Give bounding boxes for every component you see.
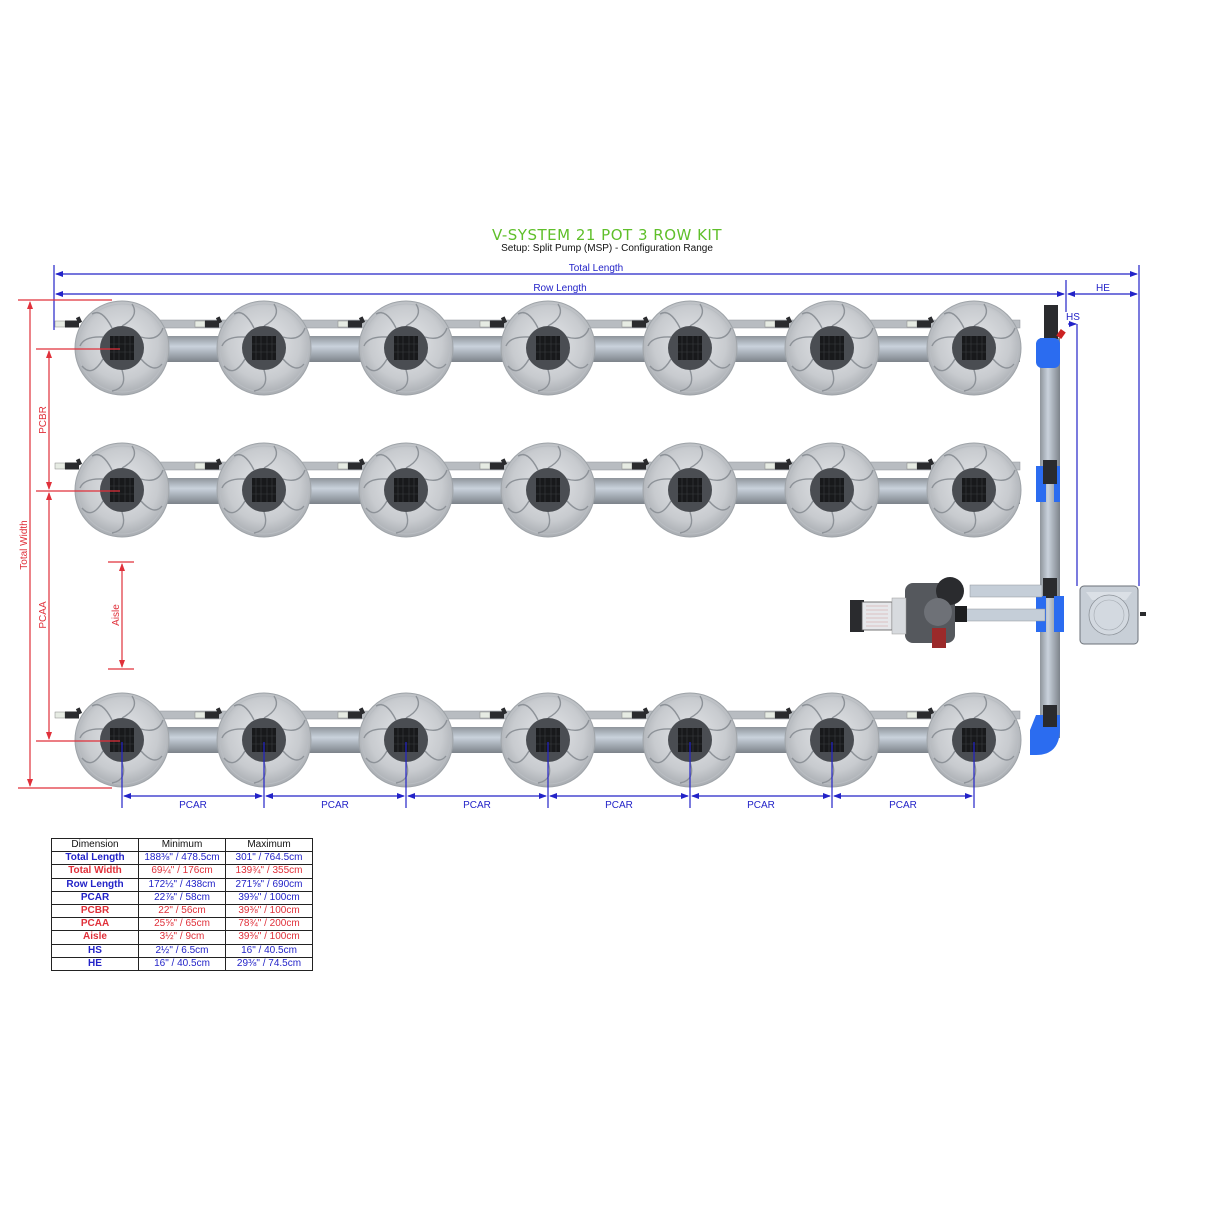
pcar-label: PCAR — [179, 800, 207, 811]
pot-icon — [642, 442, 738, 538]
row-length-label: Row Length — [533, 283, 586, 294]
max-cell: 271⅝" / 690cm — [225, 877, 313, 892]
header-dimension: Dimension — [51, 837, 139, 853]
pcaa-label: PCAA — [38, 601, 49, 629]
total-width-label: Total Width — [19, 520, 30, 569]
pot-icon — [358, 442, 454, 538]
pot-icon — [642, 300, 738, 396]
pot-icon — [74, 300, 170, 396]
dimension-cell: PCBR — [51, 903, 139, 919]
pcar-label: PCAR — [605, 800, 633, 811]
max-cell: 39⅜" / 100cm — [225, 930, 313, 945]
pot-icon — [500, 442, 596, 538]
pot-icon — [358, 300, 454, 396]
pump-icon — [850, 577, 1046, 648]
pot-row-1 — [74, 300, 1022, 396]
max-cell: 16" / 40.5cm — [225, 943, 313, 958]
diagram-title: V-SYSTEM 21 POT 3 ROW KIT — [491, 226, 723, 244]
max-cell: 301" / 764.5cm — [225, 851, 313, 866]
table-row: PCAA 25⅝" / 65cm 78¾" / 200cm — [51, 917, 313, 932]
width-dimensions — [18, 299, 134, 789]
table-row: PCBR 22" / 56cm 39⅜" / 100cm — [51, 903, 313, 919]
total-length-label: Total Length — [569, 263, 624, 274]
table-row: HS 2½" / 6.5cm 16" / 40.5cm — [51, 943, 313, 958]
reservoir-icon — [1079, 585, 1146, 645]
min-cell: 22⅞" / 58cm — [138, 890, 226, 905]
min-cell: 69¼" / 176cm — [138, 864, 226, 879]
aisle-label: Aisle — [111, 604, 122, 626]
min-cell: 3½" / 9cm — [138, 930, 226, 945]
he-label: HE — [1096, 283, 1110, 294]
pcar-label: PCAR — [747, 800, 775, 811]
dimension-cell: Aisle — [51, 930, 139, 945]
table-row: Total Width 69¼" / 176cm 139¾" / 355cm — [51, 864, 313, 879]
min-cell: 25⅝" / 65cm — [138, 917, 226, 932]
min-cell: 16" / 40.5cm — [138, 956, 226, 971]
length-dimensions — [53, 265, 1140, 586]
dimension-cell: Row Length — [51, 877, 139, 892]
table-row: Aisle 3½" / 9cm 39⅜" / 100cm — [51, 930, 313, 945]
dimension-cell: HS — [51, 943, 139, 958]
pot-icon — [784, 442, 880, 538]
table-row: PCAR 22⅞" / 58cm 39⅜" / 100cm — [51, 890, 313, 905]
pot-icon — [74, 442, 170, 538]
pcar-label: PCAR — [889, 800, 917, 811]
pcar-label: PCAR — [321, 800, 349, 811]
pot-icon — [500, 300, 596, 396]
pcbr-label: PCBR — [38, 406, 49, 434]
manifold-pipe — [1030, 305, 1066, 755]
pot-icon — [926, 442, 1022, 538]
dimension-cell: Total Length — [51, 851, 139, 866]
dimension-cell: Total Width — [51, 864, 139, 879]
pcar-dimensions — [121, 742, 975, 808]
table-header-row: Dimension Minimum Maximum — [51, 837, 313, 853]
pot-icon — [784, 300, 880, 396]
min-cell: 188⅜" / 478.5cm — [138, 851, 226, 866]
pot-icon — [216, 300, 312, 396]
hs-label: HS — [1066, 312, 1080, 323]
dimension-cell: PCAA — [51, 917, 139, 932]
dimension-cell: HE — [51, 956, 139, 971]
dimension-table: Dimension Minimum Maximum Total Length 1… — [51, 837, 313, 971]
min-cell: 172½" / 438cm — [138, 877, 226, 892]
header-maximum: Maximum — [225, 837, 313, 853]
max-cell: 29⅜" / 74.5cm — [225, 956, 313, 971]
table-row: HE 16" / 40.5cm 29⅜" / 74.5cm — [51, 956, 313, 971]
valve-icon — [1056, 329, 1066, 339]
min-cell: 22" / 56cm — [138, 903, 226, 919]
header-minimum: Minimum — [138, 837, 226, 853]
max-cell: 78¾" / 200cm — [225, 917, 313, 932]
pot-icon — [216, 442, 312, 538]
min-cell: 2½" / 6.5cm — [138, 943, 226, 958]
pcar-label: PCAR — [463, 800, 491, 811]
pot-row-2 — [74, 442, 1022, 538]
diagram-subtitle: Setup: Split Pump (MSP) - Configuration … — [501, 243, 713, 254]
max-cell: 39⅜" / 100cm — [225, 903, 313, 919]
table-row: Total Length 188⅜" / 478.5cm 301" / 764.… — [51, 851, 313, 866]
table-row: Row Length 172½" / 438cm 271⅝" / 690cm — [51, 877, 313, 892]
max-cell: 39⅜" / 100cm — [225, 890, 313, 905]
dimension-cell: PCAR — [51, 890, 139, 905]
max-cell: 139¾" / 355cm — [225, 864, 313, 879]
pot-icon — [926, 300, 1022, 396]
